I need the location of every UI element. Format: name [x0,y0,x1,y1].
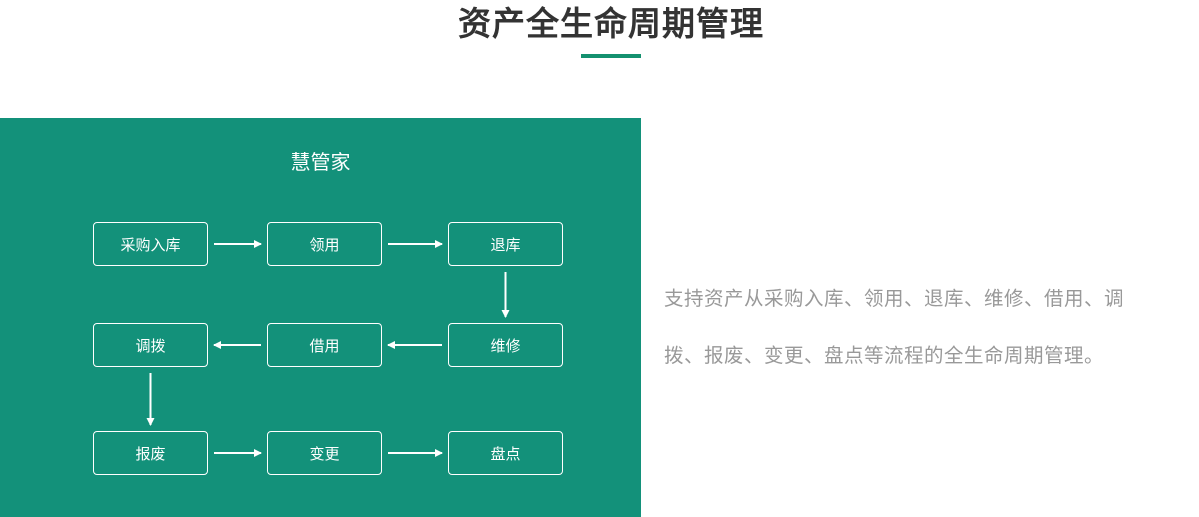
node-transfer: 调拨 [93,323,208,367]
node-repair: 维修 [448,323,563,367]
panel-title: 慧管家 [290,150,351,174]
node-scrap: 报废 [93,431,208,475]
node-receive: 领用 [267,222,382,266]
node-return: 退库 [448,222,563,266]
page-title: 资产全生命周期管理 [458,4,764,43]
flow-panel: 慧管家 采购入库 领用 退库 调拨 借用 维修 报废 变更 盘点 [0,118,641,517]
description-line-2: 拨、报废、变更、盘点等流程的全生命周期管理。 [664,344,1105,367]
description-line-1: 支持资产从采购入库、领用、退库、维修、借用、调 [664,287,1125,310]
description: 支持资产从采购入库、领用、退库、维修、借用、调 拨、报废、变更、盘点等流程的全生… [664,270,1199,384]
title-underline [581,54,641,58]
node-borrow: 借用 [267,323,382,367]
node-change: 变更 [267,431,382,475]
node-inventory: 盘点 [448,431,563,475]
node-purchase: 采购入库 [93,222,208,266]
